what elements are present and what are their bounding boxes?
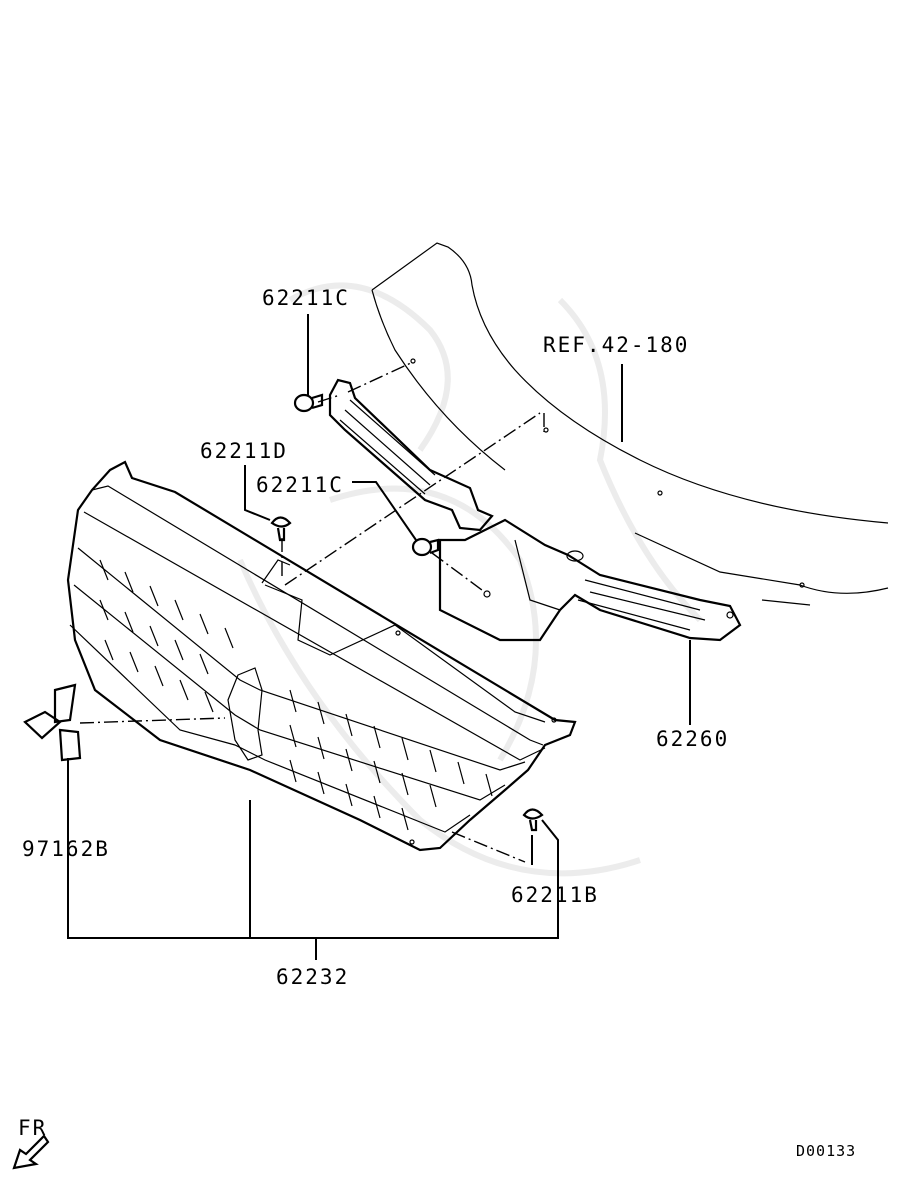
callout-ref: REF.42-180 [543,333,690,357]
upper-bracket-62260 [328,378,742,642]
callout-62211B: 62211B [511,883,599,907]
clip-62211D [270,516,292,542]
clip-62211B [522,808,544,832]
diagram-code: D00133 [796,1142,857,1160]
direction-label: FR [18,1116,48,1140]
grille-62232 [66,460,577,852]
callout-62211C-top: 62211C [262,286,350,310]
emblem-97162B [23,683,82,762]
hood-panel [371,242,889,606]
clip-62211C-mid [411,537,440,557]
callout-97162B: 97162B [22,837,110,861]
fr-arrow-icon [12,1134,50,1170]
clip-62211C-top [293,393,324,413]
callout-62232: 62232 [276,965,350,989]
leader-lines [67,314,691,960]
callout-62211C-mid: 62211C [256,473,344,497]
callout-62211D: 62211D [200,439,288,463]
callout-62260: 62260 [656,727,730,751]
